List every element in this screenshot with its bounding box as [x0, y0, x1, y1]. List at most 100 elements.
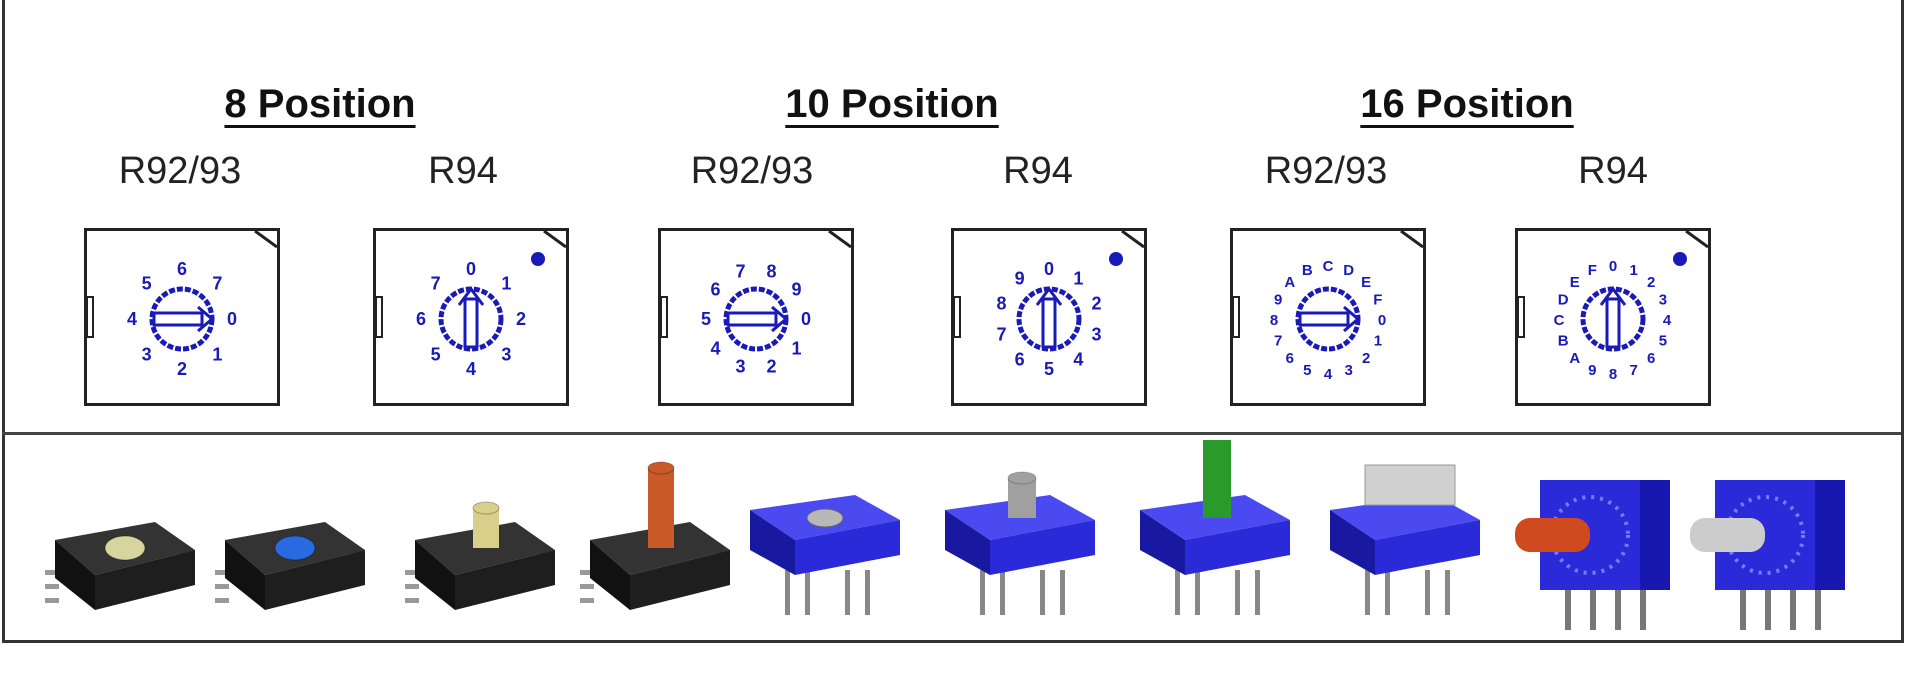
position-label: 2	[766, 357, 776, 377]
position-label: 6	[1015, 349, 1025, 369]
position-label: C	[1323, 258, 1334, 275]
position-label: 7	[996, 324, 1006, 344]
position-label: 6	[1647, 350, 1655, 367]
position-label: 8	[1609, 366, 1617, 383]
position-label: 6	[711, 280, 721, 300]
position-label: 4	[1663, 312, 1672, 329]
position-label: 1	[1374, 333, 1382, 350]
position-label: 6	[416, 309, 426, 329]
position-label: 9	[791, 280, 801, 300]
model-label: R92/93	[1264, 150, 1388, 192]
position-label: 3	[501, 344, 511, 364]
model-label: R94	[428, 150, 498, 192]
position-label: 0	[1609, 258, 1617, 275]
position-label: 4	[1073, 349, 1083, 369]
switch-product-photo	[1325, 440, 1485, 640]
position-label: 3	[142, 344, 152, 364]
position-label: 8	[766, 261, 776, 281]
position-label: 4	[1324, 366, 1333, 383]
switch-product-photo	[405, 440, 565, 640]
section-divider	[2, 432, 1901, 435]
switch-product-photo	[745, 440, 905, 640]
model-label: R92/93	[690, 150, 814, 192]
position-label: E	[1570, 274, 1580, 291]
position-label: E	[1361, 274, 1371, 291]
marker-dot-icon	[1673, 252, 1687, 266]
position-label: 7	[1629, 362, 1637, 379]
position-label: A	[1284, 274, 1295, 291]
position-label: 2	[516, 309, 526, 329]
position-label: 1	[501, 274, 511, 294]
marker-dot-icon	[1109, 252, 1123, 266]
switch-product-photo	[45, 440, 205, 640]
position-label: B	[1302, 262, 1313, 279]
position-label: 9	[1015, 269, 1025, 289]
position-label: 7	[736, 261, 746, 281]
position-label: 4	[466, 359, 476, 379]
model-label: R94	[1003, 150, 1073, 192]
switch-product-photo	[215, 440, 375, 640]
pointer-arrow-icon	[726, 305, 789, 333]
position-label: A	[1569, 350, 1580, 367]
position-label: 7	[212, 274, 222, 294]
position-label: 0	[227, 309, 237, 329]
position-label: 2	[177, 359, 187, 379]
switch-product-photo	[940, 440, 1100, 640]
position-label: 3	[1659, 291, 1667, 308]
position-label: 0	[801, 309, 811, 329]
position-label: F	[1588, 262, 1597, 279]
position-label: 5	[1303, 362, 1311, 379]
pointer-arrow-icon	[152, 305, 215, 333]
position-label: 2	[1647, 274, 1655, 291]
position-label: 7	[1274, 333, 1282, 350]
position-label: 2	[1092, 294, 1102, 314]
switch-product-photo	[1690, 440, 1850, 640]
position-label: 3	[1092, 324, 1102, 344]
position-label: 5	[1659, 333, 1667, 350]
position-label: C	[1554, 312, 1565, 329]
model-label: R92/93	[118, 150, 242, 192]
pointer-arrow-icon	[1298, 305, 1361, 333]
position-label: 6	[1286, 350, 1294, 367]
position-label: 6	[177, 259, 187, 279]
position-label: 8	[996, 294, 1006, 314]
position-label: 5	[142, 274, 152, 294]
switch-product-photo	[1135, 411, 1295, 640]
position-label: 1	[1073, 269, 1083, 289]
position-label: 7	[431, 274, 441, 294]
position-label: 9	[1274, 291, 1282, 308]
position-label: D	[1558, 291, 1569, 308]
position-label: 3	[736, 357, 746, 377]
switch-product-photo	[580, 440, 740, 640]
position-label: 4	[711, 338, 721, 358]
position-label: 4	[127, 309, 137, 329]
marker-dot-icon	[531, 252, 545, 266]
position-label: 2	[1362, 350, 1370, 367]
position-label: B	[1558, 333, 1569, 350]
position-label: F	[1373, 291, 1382, 308]
model-label: R94	[1578, 150, 1648, 192]
position-label: 5	[1044, 359, 1054, 379]
group-title-8-position: 8 Position	[224, 82, 416, 126]
position-label: D	[1343, 262, 1354, 279]
position-label: 5	[701, 309, 711, 329]
position-label: 1	[1629, 262, 1637, 279]
pointer-arrow-icon	[1599, 286, 1627, 349]
position-label: 9	[1588, 362, 1596, 379]
figure-frame	[2, 0, 1904, 643]
position-label: 3	[1344, 362, 1352, 379]
position-label: 1	[791, 338, 801, 358]
position-label: 5	[431, 344, 441, 364]
pointer-arrow-icon	[457, 286, 485, 349]
position-label: 0	[1044, 259, 1054, 279]
position-label: 1	[212, 344, 222, 364]
switch-product-photo	[1515, 440, 1675, 640]
position-label: 8	[1270, 312, 1278, 329]
group-title-10-position: 10 Position	[785, 82, 999, 126]
